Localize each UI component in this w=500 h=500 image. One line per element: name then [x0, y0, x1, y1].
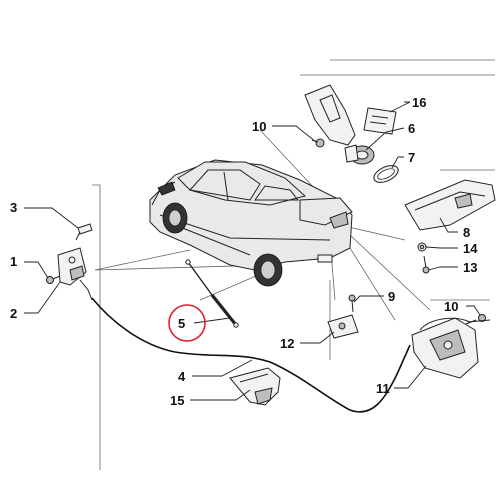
callout-9: 9 — [388, 289, 395, 304]
callout-10-top: 10 — [252, 119, 266, 134]
callout-11: 11 — [376, 381, 390, 396]
callout-3: 3 — [10, 200, 17, 215]
part-16-label — [363, 107, 397, 135]
part-15-release-handle — [229, 367, 281, 406]
callout-6: 6 — [408, 121, 415, 136]
part-1-bolt — [46, 275, 61, 284]
callout-2: 2 — [10, 306, 17, 321]
part-9-screw — [348, 294, 356, 313]
part-13-bolt — [422, 255, 430, 274]
callout-15: 15 — [170, 393, 184, 408]
callout-7: 7 — [408, 150, 415, 165]
part-2-latch — [57, 247, 93, 301]
callout-8: 8 — [463, 225, 470, 240]
callout-1: 1 — [10, 254, 17, 269]
callout-14: 14 — [463, 241, 478, 256]
part-3-pin — [75, 223, 93, 241]
car-body — [149, 159, 353, 287]
guide-lines — [92, 59, 495, 470]
callout-10-lower: 10 — [444, 299, 458, 314]
leader-lines — [24, 101, 481, 401]
highlight-circle — [168, 304, 206, 342]
callout-4: 4 — [178, 369, 186, 384]
callout-13: 13 — [463, 260, 477, 275]
part-5-gas-strut — [185, 259, 239, 328]
callout-12: 12 — [280, 336, 294, 351]
part-10-screw-lower — [465, 314, 486, 325]
callout-5: 5 — [178, 316, 185, 331]
part-11-lock-actuator — [411, 317, 491, 379]
callout-labels: 1 2 3 4 5 6 7 8 9 10 10 11 12 13 14 15 1… — [10, 95, 478, 408]
part-8-trim-panel — [404, 179, 496, 231]
part-12-striker — [327, 314, 359, 339]
part-7-gasket — [373, 165, 399, 183]
callout-16: 16 — [412, 95, 426, 110]
part-6-lock-bracket — [304, 84, 375, 165]
part-14-clip — [417, 242, 427, 252]
part-4-release-cable — [91, 297, 411, 413]
